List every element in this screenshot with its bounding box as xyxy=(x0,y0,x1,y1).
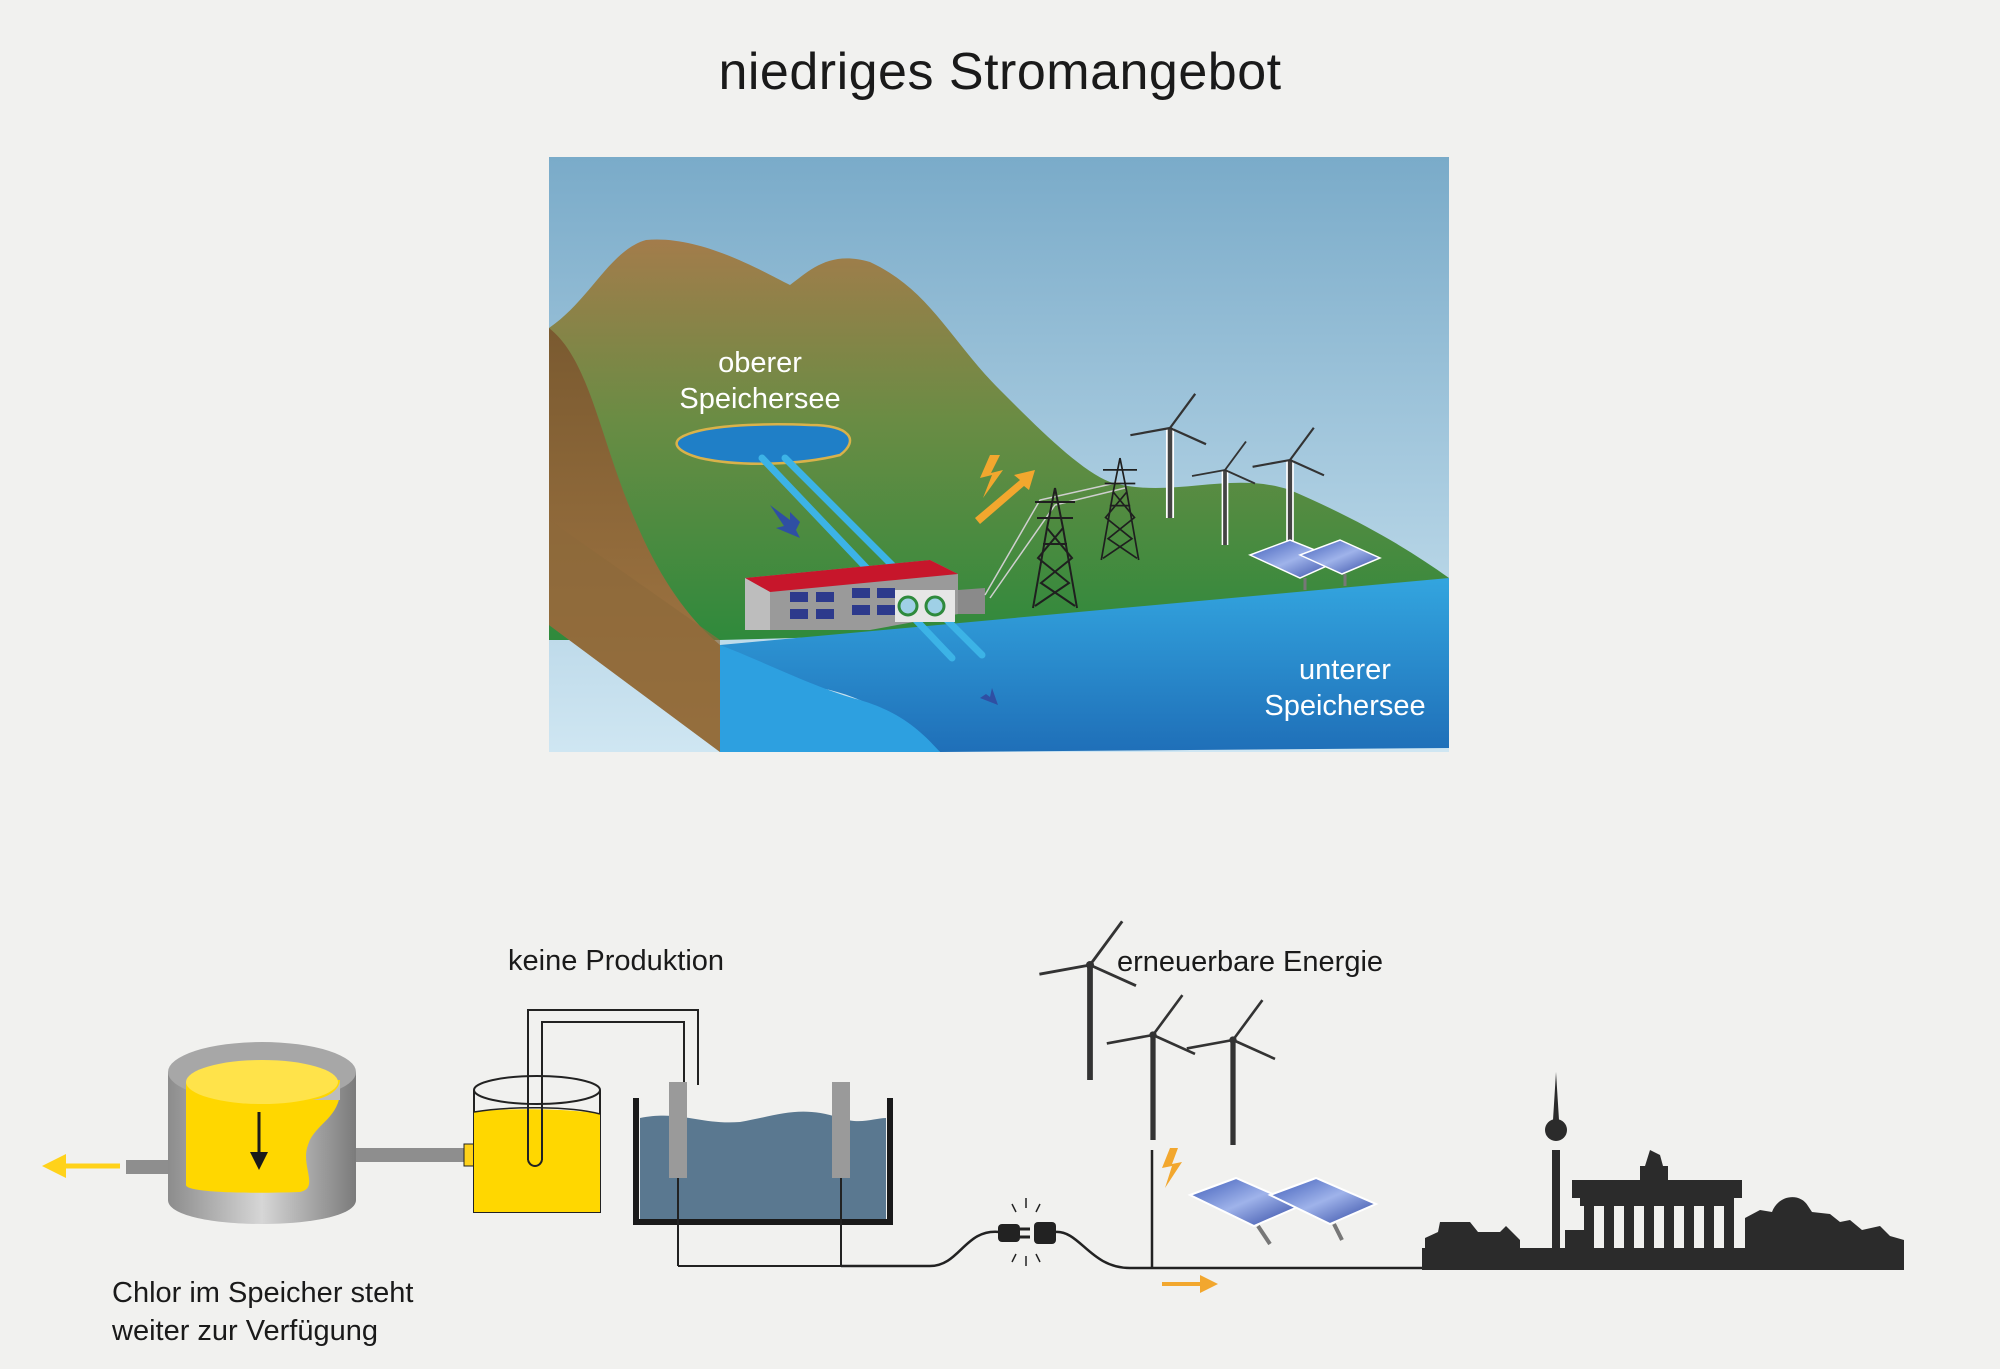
chlorine-beaker xyxy=(473,1075,601,1213)
chlorine-out-arrow xyxy=(42,1154,170,1178)
upper-lake xyxy=(676,424,850,464)
pipe xyxy=(356,1148,468,1162)
flow-arrow-down xyxy=(770,505,998,705)
gas-tubes xyxy=(527,1009,699,1167)
lightning-icon xyxy=(975,455,1035,524)
wind-turbine-icon xyxy=(1107,995,1195,1140)
electrolysis-cell xyxy=(633,1082,893,1267)
storage-label-line-1: Chlor im Speicher steht xyxy=(112,1277,414,1309)
power-cable xyxy=(841,1150,1430,1270)
lightning-icon xyxy=(1162,1148,1182,1188)
page-title: niedriges Stromangebot xyxy=(718,43,1282,101)
renewable-energy-label: erneuerbare Energie xyxy=(1117,946,1384,978)
solar-panel-icon xyxy=(1248,539,1382,590)
pumped-storage-landscape xyxy=(549,157,1449,752)
lower-lake-label-line-1: unterer xyxy=(1299,654,1391,686)
upper-lake-label: oberer Speichersee xyxy=(670,345,850,417)
solar-panel-icon xyxy=(1187,1176,1379,1246)
lower-lake xyxy=(720,578,1449,752)
production-label: keine Produktion xyxy=(508,945,725,977)
chlorine-storage-tank xyxy=(168,1042,356,1224)
power-flow-arrow xyxy=(1162,1275,1218,1293)
plug-icon xyxy=(998,1198,1056,1266)
wind-turbine-icon xyxy=(1187,1000,1275,1145)
lower-lake-label-line-2: Speichersee xyxy=(1264,690,1426,722)
city-skyline-icon xyxy=(1422,1072,1904,1270)
penstock-pipes xyxy=(758,454,986,662)
lower-lake-label: unterer Speichersee xyxy=(1255,652,1435,724)
storage-label-line-2: weiter zur Verfügung xyxy=(112,1315,378,1347)
upper-lake-label-line-1: oberer xyxy=(718,347,802,379)
storage-label: Chlor im Speicher steht weiter zur Verfü… xyxy=(112,1274,413,1350)
power-station xyxy=(745,560,985,630)
upper-lake-label-line-2: Speichersee xyxy=(679,383,841,415)
